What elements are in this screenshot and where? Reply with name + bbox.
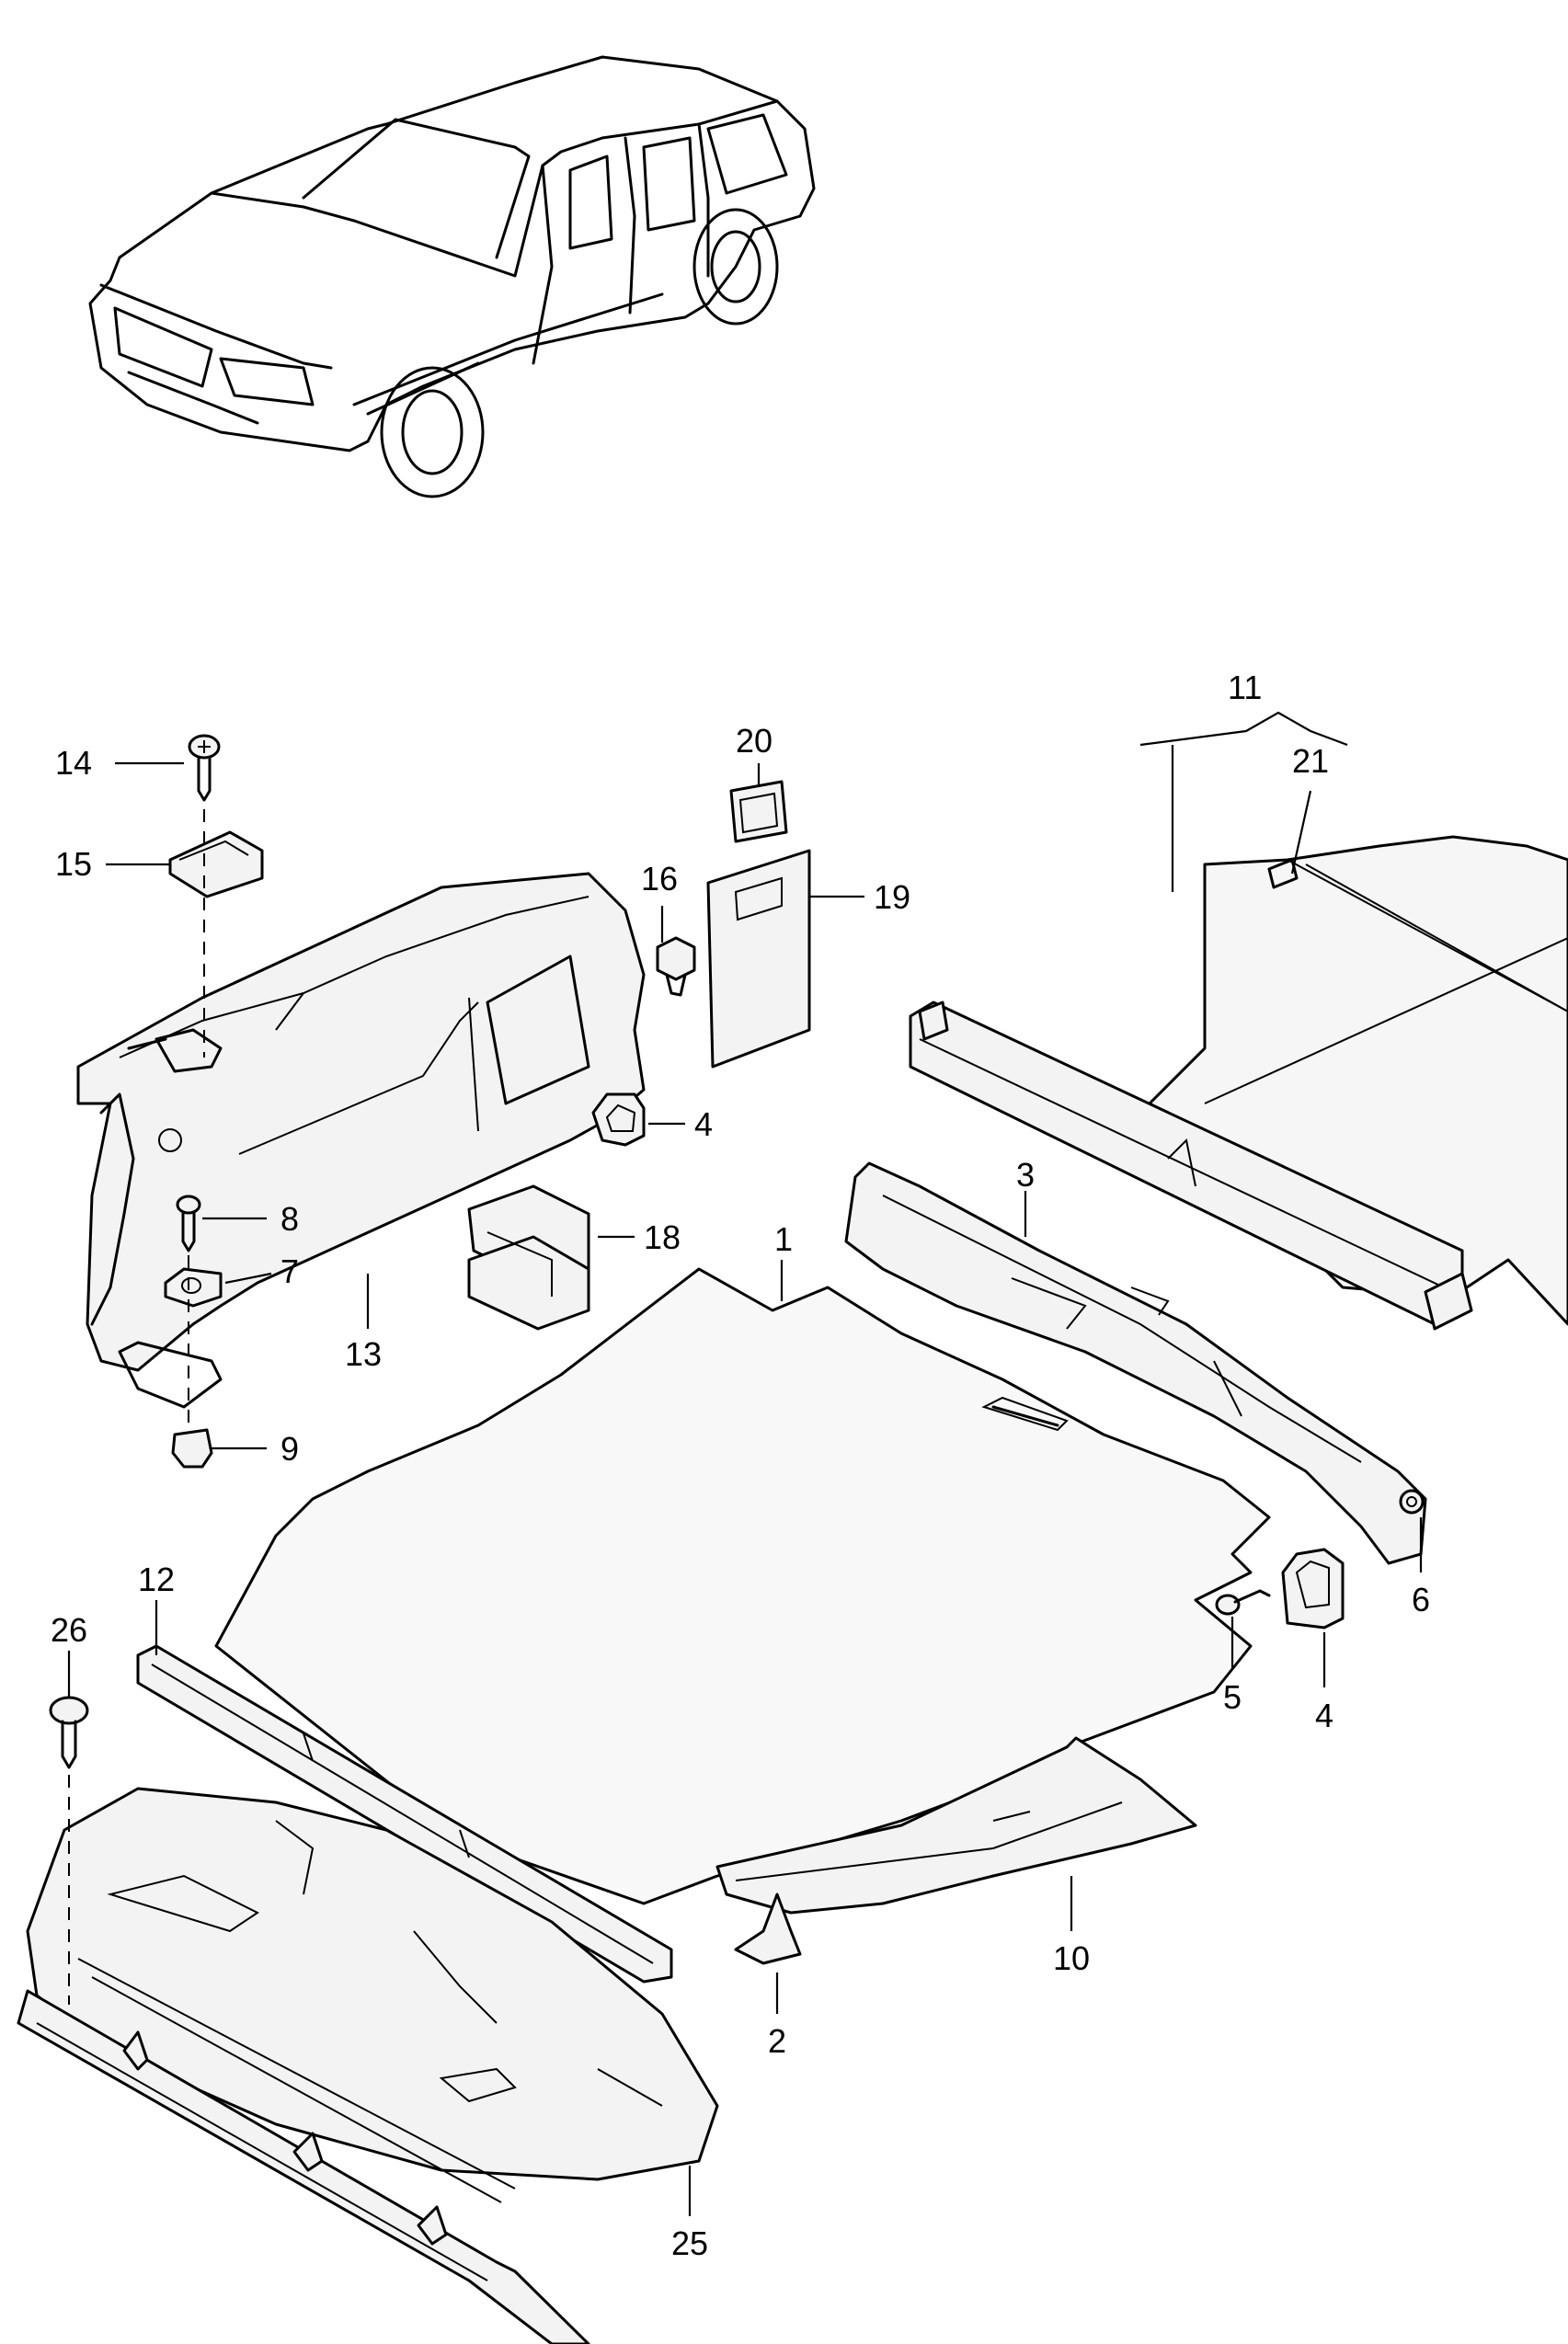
callout-2: 2 <box>768 2022 786 2060</box>
part-15-clip <box>168 830 264 898</box>
part-7-clip-nut <box>164 1267 223 1308</box>
callout-9: 9 <box>280 1430 299 1468</box>
part-2-clip <box>734 1892 802 1965</box>
part-8-screw <box>176 1195 201 1252</box>
callout-21: 21 <box>1292 742 1329 780</box>
part-1-load-floor-covering <box>214 1267 1271 1905</box>
part-16-clip <box>656 936 696 997</box>
callout-15: 15 <box>55 845 92 883</box>
callout-8: 8 <box>280 1200 299 1238</box>
callout-11: 11 <box>1228 669 1262 706</box>
callout-10: 10 <box>1053 1939 1090 1977</box>
callout-5: 5 <box>1223 1678 1242 1716</box>
part-4-end-cap-upper <box>591 1092 646 1147</box>
callout-14: 14 <box>55 744 92 782</box>
part-9-expansion-nut <box>171 1428 213 1469</box>
leader-lines <box>67 711 1423 2216</box>
part-14-screw <box>188 734 221 802</box>
part-26-screw <box>49 1696 89 1769</box>
callout-labels: 1 2 3 4 4 5 6 7 8 9 10 11 12 13 14 15 16… <box>51 669 1430 2262</box>
part-11-luggage-cover <box>909 835 1568 1331</box>
part-4-end-cap-lower <box>1281 1548 1345 1629</box>
callout-6: 6 <box>1412 1581 1430 1618</box>
part-18-bracket <box>467 1184 590 1331</box>
callout-26: 26 <box>51 1611 87 1649</box>
part-6-washer <box>1399 1489 1425 1515</box>
part-20-pad <box>729 780 788 843</box>
callout-1: 1 <box>774 1220 793 1258</box>
callout-3: 3 <box>1016 1156 1035 1194</box>
vehicle-overview-illustration <box>88 55 816 498</box>
callout-7: 7 <box>280 1252 299 1290</box>
callout-20: 20 <box>736 722 773 760</box>
part-13-side-trim-panel <box>76 872 646 1409</box>
part-25-floor-tray <box>17 1787 719 2344</box>
callout-19: 19 <box>874 878 910 916</box>
callout-16: 16 <box>641 860 678 898</box>
callout-18: 18 <box>644 1218 681 1256</box>
callout-25: 25 <box>671 2224 708 2262</box>
part-5-screw <box>1215 1589 1271 1616</box>
callout-4-lower: 4 <box>1315 1697 1333 1734</box>
callout-4-upper: 4 <box>694 1105 713 1143</box>
part-19-cover <box>706 849 811 1069</box>
part-3-rear-trim <box>844 1161 1427 1565</box>
callout-12: 12 <box>138 1561 175 1598</box>
callout-13: 13 <box>345 1335 382 1373</box>
